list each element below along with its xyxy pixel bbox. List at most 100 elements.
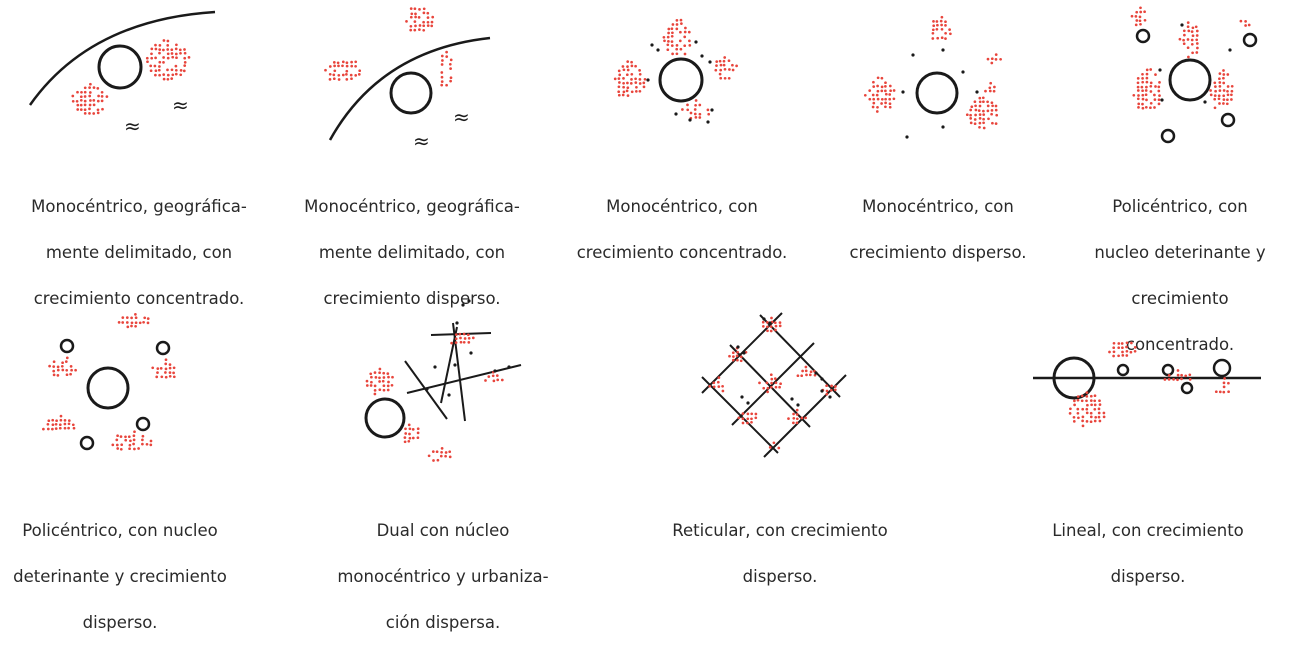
growth-dot [689, 111, 693, 115]
growth-dot [990, 101, 994, 105]
growth-dot [59, 414, 63, 418]
growth-dot [880, 97, 884, 101]
growth-dot [635, 85, 638, 89]
growth-dot [986, 109, 990, 113]
growth-dot [414, 12, 417, 16]
growth-dot [714, 68, 718, 72]
settlement-dot [688, 118, 692, 122]
growth-dot [991, 121, 994, 125]
growth-dot [694, 116, 698, 119]
growth-dot [625, 89, 629, 93]
growth-dot [1186, 21, 1190, 24]
caption-line: ción dispersa. [385, 613, 501, 632]
growth-dot [63, 426, 67, 430]
growth-cluster [1209, 69, 1234, 110]
growth-dot [622, 85, 625, 89]
growth-dot [1121, 354, 1125, 357]
growth-dot [88, 94, 92, 98]
growth-dot [613, 77, 617, 81]
settlement-dot [708, 60, 712, 64]
growth-dot [149, 64, 153, 68]
growth-dot [766, 386, 770, 390]
growth-cluster [405, 7, 435, 32]
growth-dot [125, 321, 129, 324]
growth-dot [741, 417, 745, 421]
growth-dot [1085, 407, 1089, 411]
growth-cluster [1163, 369, 1192, 382]
growth-dot [386, 372, 390, 375]
growth-dot [174, 72, 178, 76]
growth-dot [622, 81, 625, 85]
growth-dot [1187, 55, 1190, 59]
growth-dot [345, 69, 349, 73]
growth-dot [345, 78, 349, 81]
growth-dot [448, 455, 452, 459]
growth-dot [626, 60, 630, 63]
growth-dot [884, 105, 887, 109]
caption-line: Dual con núcleo [376, 521, 510, 540]
growth-dot [769, 325, 773, 328]
settlement-dot [941, 48, 945, 52]
growth-dot [1141, 89, 1144, 93]
growth-dot [774, 381, 778, 385]
secondary-core-circle [135, 416, 151, 432]
growth-dot [995, 113, 999, 117]
growth-dot [61, 368, 65, 372]
black-dots [425, 299, 511, 397]
growth-cluster [1130, 6, 1147, 27]
growth-dot [746, 412, 750, 416]
growth-dot [128, 443, 132, 447]
growth-dot [171, 73, 175, 77]
growth-dot [413, 7, 417, 11]
growth-dot [386, 388, 390, 392]
growth-dot [449, 67, 452, 70]
growth-dot [876, 89, 880, 93]
growth-dot [52, 365, 56, 368]
growth-dot [1145, 76, 1149, 80]
growth-dot [1226, 89, 1229, 93]
growth-dot [403, 440, 407, 444]
growth-dot [1097, 415, 1101, 419]
growth-dot [166, 77, 170, 81]
growth-dot [892, 89, 896, 92]
growth-dot [76, 108, 80, 111]
growth-dot [466, 333, 470, 337]
growth-dot [141, 438, 144, 442]
growth-dot [487, 375, 491, 378]
growth-dot [1194, 25, 1198, 29]
growth-dot [463, 337, 467, 340]
growth-dot [414, 15, 417, 19]
growth-dot [92, 103, 96, 107]
growth-dot [426, 11, 430, 15]
growth-dot [170, 52, 174, 55]
growth-dot [449, 79, 452, 83]
growth-dot [1223, 377, 1226, 380]
growth-dot [117, 321, 121, 324]
growth-dot [1184, 374, 1188, 378]
growth-dot [158, 51, 161, 55]
growth-dot [621, 93, 625, 97]
growth-dot [63, 422, 67, 426]
growth-dot [1138, 15, 1142, 19]
secondary-core-circle [1180, 381, 1194, 395]
growth-dot [982, 126, 986, 130]
growth-dot [416, 436, 420, 440]
growth-dot [618, 73, 622, 77]
growth-dot [1144, 105, 1148, 109]
growth-dot [132, 438, 136, 442]
growth-dot [1195, 38, 1199, 42]
growth-dot [1145, 85, 1148, 89]
growth-dot [722, 59, 726, 63]
growth-dot [868, 89, 872, 92]
growth-dot [625, 73, 629, 77]
growth-dot [978, 117, 982, 120]
growth-dot [1093, 394, 1097, 398]
growth-dot [686, 108, 690, 112]
growth-dot [149, 443, 153, 447]
settlement-dot [961, 70, 965, 74]
growth-dot [1183, 33, 1186, 37]
growth-dot [418, 24, 422, 27]
growth-dot [935, 20, 939, 23]
growth-dot [1154, 85, 1157, 88]
secondary-core-circle [1116, 363, 1130, 377]
